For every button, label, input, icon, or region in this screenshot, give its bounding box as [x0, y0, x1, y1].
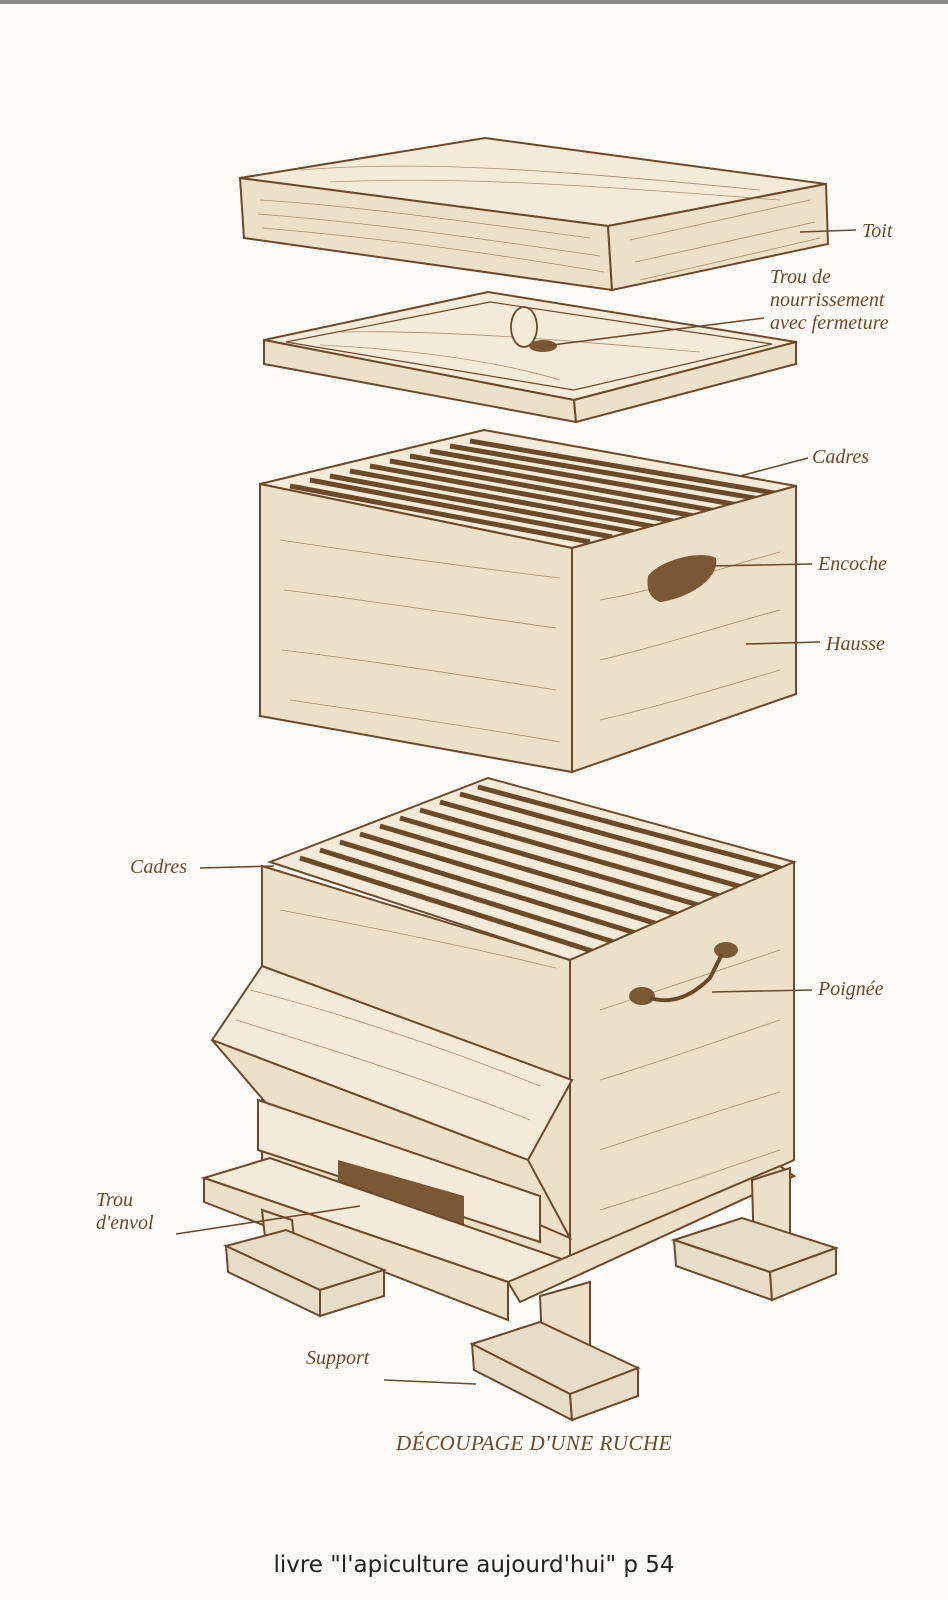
label-cadres-upper: Cadres — [812, 446, 869, 468]
label-trou-envol-2: d'envol — [96, 1212, 154, 1234]
super-box — [259, 428, 797, 774]
label-cadres-lower: Cadres — [130, 856, 187, 878]
label-trou-nourrissement-2: nourrissement — [770, 289, 885, 311]
label-support: Support — [306, 1347, 370, 1369]
inner-cover — [263, 290, 797, 424]
landing-board — [200, 1156, 796, 1322]
leader-lines — [175, 229, 857, 1385]
label-toit: Toit — [862, 220, 893, 242]
label-encoche: Encoche — [817, 553, 887, 575]
top-border — [0, 0, 948, 4]
label-poignee: Poignée — [817, 978, 884, 1000]
roof — [238, 136, 830, 292]
label-hausse: Hausse — [825, 633, 885, 655]
label-trou-nourrissement-1: Trou de — [770, 266, 831, 288]
support-stones — [223, 1216, 840, 1422]
lower-frames — [299, 784, 789, 955]
figure-caption: DÉCOUPAGE D'UNE RUCHE — [395, 1431, 672, 1455]
upper-frames — [289, 438, 781, 545]
source-credit: livre "l'apiculture aujourd'hui" p 54 — [273, 1552, 675, 1578]
label-trou-nourrissement-3: avec fermeture — [770, 312, 889, 334]
label-trou-envol-1: Trou — [96, 1189, 133, 1211]
